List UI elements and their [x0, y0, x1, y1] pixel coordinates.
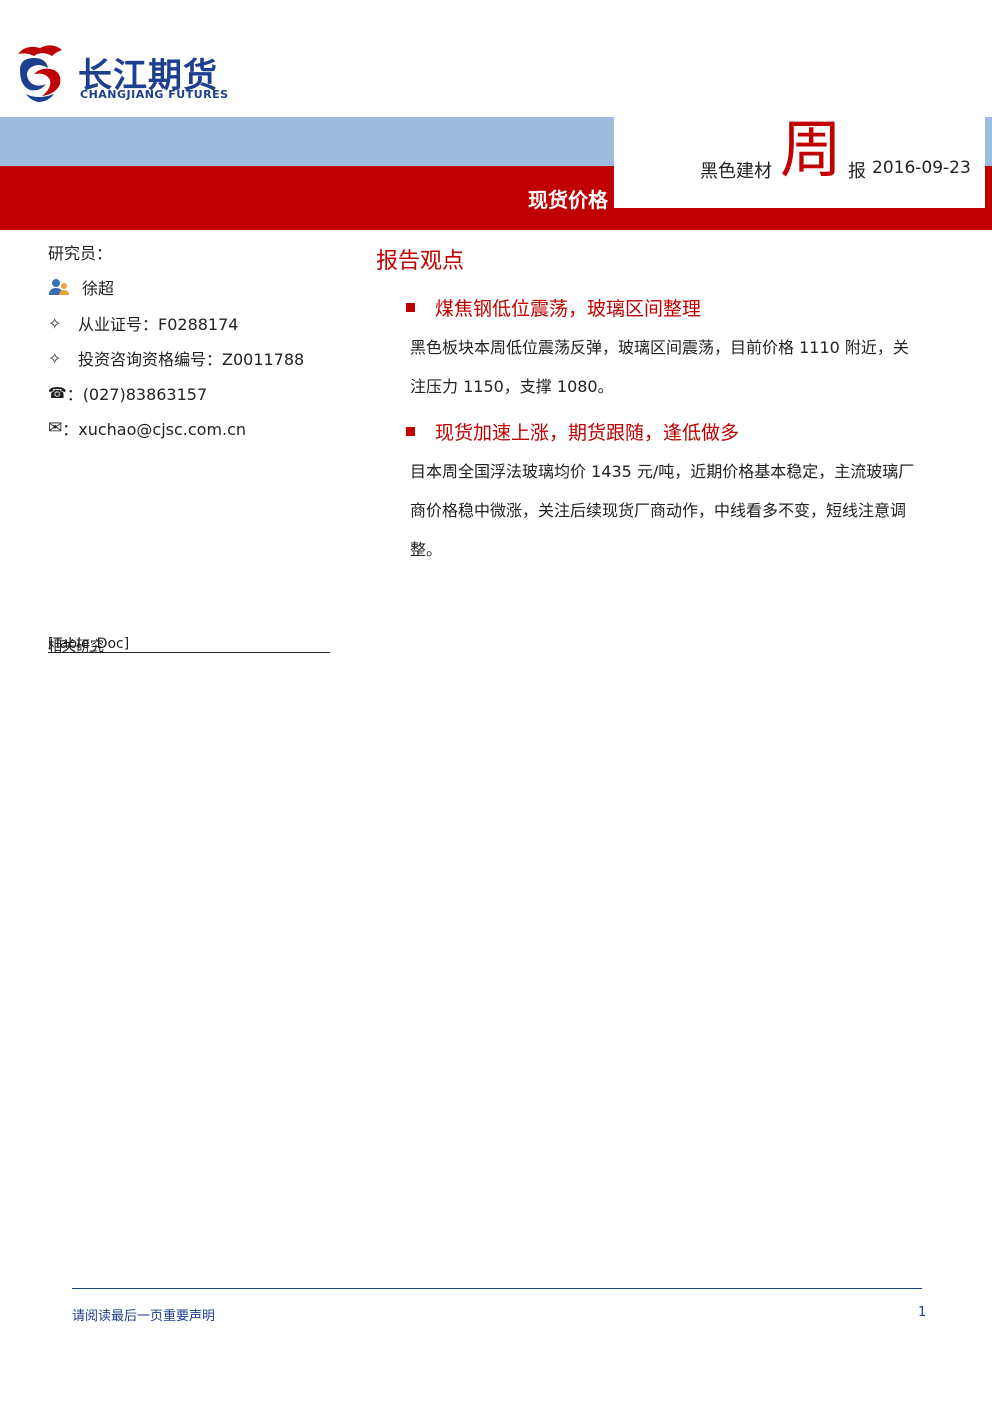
banner-title: 现货价格 [528, 188, 608, 212]
report-bao-char: 报 [848, 161, 866, 182]
footer-disclaimer[interactable]: 请阅读最后一页重要声明 [72, 1309, 216, 1324]
email-address[interactable]: ：xuchao@cjsc.com.cn [62, 420, 247, 439]
point-heading-1: 煤焦钢低位震荡，玻璃区间整理 [406, 294, 701, 321]
logo-emblem-icon [18, 45, 62, 102]
diamond-icon: ✧ [48, 313, 62, 333]
phone-icon: ☎ [48, 384, 67, 402]
researcher-name-row: 徐超 [48, 275, 114, 299]
page-number: 1 [918, 1305, 927, 1320]
logo-name-en: CHANGJIANG FUTURES [80, 88, 229, 101]
researcher-label: 研究员： [48, 244, 113, 263]
logo-name-cn: 长江期货 [78, 56, 218, 96]
envelope-icon: ✉ [48, 418, 63, 438]
point-1-line-2: 注压力 1150，支撑 1080。 [410, 377, 614, 396]
consult-license-number: 投资咨询资格编号：Z0011788 [78, 350, 305, 369]
report-section-title: 报告观点 [376, 249, 465, 274]
email-row: ✉ ：xuchao@cjsc.com.cn [48, 416, 246, 440]
report-category: 黑色建材 [700, 161, 772, 182]
license-row: ✧ 从业证号：F0288174 [48, 311, 238, 335]
researcher-name: 徐超 [82, 279, 115, 298]
point-1-line-1: 黑色板块本周低位震荡反弹，玻璃区间震荡，目前价格 1110 附近，关 [410, 338, 909, 357]
phone-number: ：(027)83863157 [66, 385, 208, 404]
consult-license-row: ✧ 投资咨询资格编号：Z0011788 [48, 346, 304, 370]
footer-divider [72, 1288, 922, 1289]
report-zhou-char: 周 [780, 113, 843, 186]
license-number: 从业证号：F0288174 [78, 315, 239, 334]
related-divider [48, 652, 330, 653]
point-heading-text: 现货加速上涨，期货跟随，逢低做多 [435, 422, 740, 444]
point-2-line-3: 整。 [410, 540, 443, 559]
point-2-line-2: 商价格稳中微涨，关注后续现货厂商动作，中线看多不变，短线注意调 [410, 501, 907, 520]
company-logo: 长江期货 CHANGJIANG FUTURES [12, 40, 252, 106]
point-heading-text: 煤焦钢低位震荡，玻璃区间整理 [435, 298, 702, 320]
bullet-square-icon [406, 303, 415, 312]
report-type-box: 黑色建材 周 报 2016-09-23 [614, 117, 985, 208]
related-research-label: 相关研究 [48, 639, 104, 655]
point-2-line-1: 目本周全国浮法玻璃均价 1435 元/吨，近期价格基本稳定，主流玻璃厂 [410, 462, 915, 481]
bullet-square-icon [406, 427, 415, 436]
phone-row: ☎ ：(027)83863157 [48, 381, 207, 405]
diamond-icon: ✧ [48, 348, 62, 368]
person-icon [49, 279, 69, 295]
report-date: 2016-09-23 [872, 158, 971, 178]
point-heading-2: 现货加速上涨，期货跟随，逢低做多 [406, 418, 739, 445]
related-research-placeholder: [Table_Doc] [48, 636, 130, 652]
